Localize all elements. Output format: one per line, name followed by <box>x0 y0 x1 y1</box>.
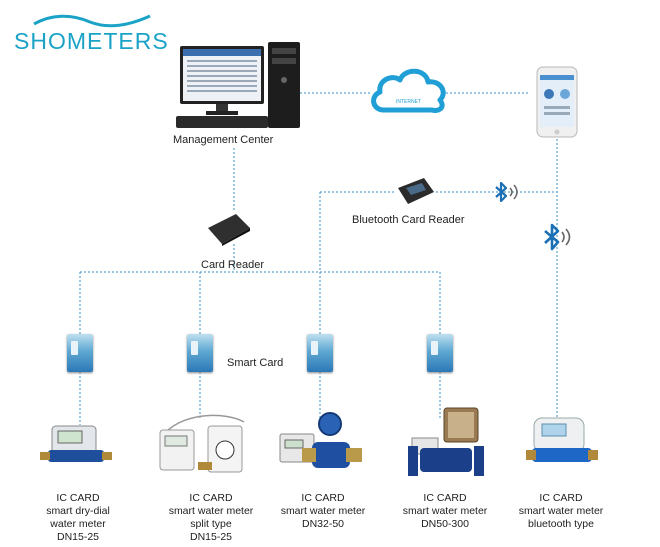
meter-desc-line: smart water meter <box>168 505 254 517</box>
meter-title: IC CARD <box>189 492 233 504</box>
smart-card-3 <box>307 334 333 372</box>
bluetooth-meter-icon <box>526 417 598 462</box>
meter-desc-line: bluetooth type <box>528 518 594 530</box>
meter-desc-line: smart water meter <box>280 505 366 517</box>
meter-desc-line: smart water meter <box>402 505 488 517</box>
smart-card-4 <box>427 334 453 372</box>
meter-desc-line: DN15-25 <box>56 531 100 543</box>
meter-title: IC CARD <box>301 492 345 504</box>
bluetooth-icon <box>495 181 518 203</box>
bluetooth-icon-phone-link <box>544 223 571 251</box>
meter-desc-line: smart dry-dial <box>46 505 110 517</box>
smart-card-1 <box>67 334 93 372</box>
dn50-300-meter-icon <box>408 407 484 476</box>
management-center-label: Management Center <box>173 134 274 146</box>
card-reader-icon <box>208 214 250 246</box>
meter-desc-line: DN32-50 <box>301 518 345 530</box>
meter-title: IC CARD <box>56 492 100 504</box>
dn32-50-meter-icon <box>279 412 362 468</box>
dry-dial-meter-icon <box>40 425 112 462</box>
meter-title: IC CARD <box>539 492 583 504</box>
meter-desc-line: DN50-300 <box>421 518 469 530</box>
brand-logo: SHOMETERS <box>14 28 169 54</box>
card-reader-label: Card Reader <box>201 259 264 271</box>
meter-label-5: IC CARD smart water meter bluetooth type <box>496 492 626 531</box>
logo-wave-icon <box>33 14 151 28</box>
meter-label-1: IC CARD smart dry-dial water meter DN15-… <box>13 492 143 544</box>
meter-title: IC CARD <box>423 492 467 504</box>
computer-icon <box>176 42 300 128</box>
smart-card-label: Smart Card <box>227 357 284 369</box>
meter-label-4: IC CARD smart water meter DN50-300 <box>380 492 510 531</box>
cloud-icon <box>371 68 446 113</box>
meter-desc-line: DN15-25 <box>189 531 233 543</box>
bluetooth-card-reader-label: Bluetooth Card Reader <box>352 214 465 226</box>
meter-label-2: IC CARD smart water meter split type DN1… <box>146 492 276 544</box>
bluetooth-card-reader-icon <box>398 178 434 204</box>
smartphone-icon <box>536 66 578 138</box>
meter-desc-line: smart water meter <box>518 505 604 517</box>
meter-desc-line: split type <box>190 518 232 530</box>
meter-label-3: IC CARD smart water meter DN32-50 <box>258 492 388 531</box>
smart-card-2 <box>187 334 213 372</box>
split-type-meter-icon <box>159 414 245 473</box>
internet-label: INTERNET <box>396 99 421 105</box>
meter-desc-line: water meter <box>50 518 106 530</box>
